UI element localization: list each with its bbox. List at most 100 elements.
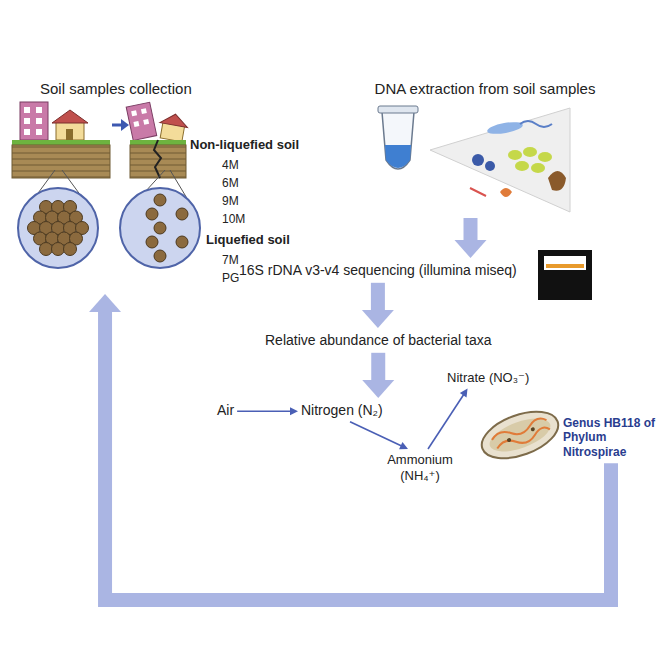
node-text: Relative abundance of bacterial taxa [265, 332, 491, 349]
node-text: DNA extraction from soil samples [340, 80, 630, 98]
group-label: Liquefied soil [206, 232, 290, 248]
arrow-head [362, 310, 394, 328]
drawing-ellipse [508, 150, 522, 160]
drawing-rect [131, 110, 137, 116]
drawing-ellipse [486, 120, 523, 136]
drawing-path [385, 145, 411, 168]
sample-label: 7M [222, 253, 239, 267]
cycle-arrow [350, 422, 408, 449]
drawing-path [520, 121, 552, 127]
drawing-ellipse [476, 403, 565, 468]
cycle-arrow [237, 407, 298, 415]
drawing-line [470, 188, 486, 196]
dense-soil-circle [18, 188, 98, 268]
soil-grain [52, 243, 65, 256]
node-text: Air [217, 402, 234, 419]
drawing-rect [24, 129, 30, 135]
text-node: Genus HB118 of Phylum Nitrospirae [563, 416, 659, 459]
soil-grain [40, 243, 53, 256]
drawing-line [112, 124, 122, 127]
drawing-ellipse [538, 152, 552, 162]
loose-soil-circle [120, 188, 200, 268]
arrow-head [455, 240, 487, 258]
drawing-rect [546, 264, 584, 268]
sample-label: 9M [222, 194, 239, 208]
drawing-rect [36, 118, 42, 124]
drawing-path [500, 188, 512, 197]
connector-line [371, 353, 385, 381]
node-text: Soil samples collection [40, 80, 330, 98]
soil-grain [146, 208, 158, 220]
drawing-rect [538, 250, 592, 300]
connector-line [464, 218, 478, 241]
text-node: DNA extraction from soil samples [340, 78, 630, 214]
drawing-rect [36, 107, 42, 113]
drawing-polyline [154, 140, 161, 178]
connector-line [237, 410, 291, 412]
drawing-rect [56, 122, 84, 140]
arrow-head [89, 294, 121, 312]
drawing-rect [12, 140, 110, 145]
drawing-polygon [121, 119, 129, 131]
soil-grain [154, 222, 166, 234]
arrow-head [362, 380, 394, 398]
drawing-rect [20, 102, 48, 140]
drawing-rect [12, 145, 110, 178]
drawing-rect [24, 118, 30, 124]
soil-grain [176, 236, 188, 248]
arrow-head [290, 407, 298, 415]
node-text: Nitrate (NO₃⁻) [447, 370, 529, 386]
drawing-path [496, 426, 551, 453]
drawing-rect [141, 108, 147, 114]
soil-grains [28, 194, 189, 262]
drawing-g [157, 112, 189, 142]
text-node: Nitrogen (N₂) [301, 402, 383, 419]
flow-arrow [455, 218, 487, 258]
cycle-arrow [428, 389, 468, 449]
drawing-rect [36, 129, 42, 135]
drawing-rect [24, 107, 30, 113]
soil-after [126, 102, 189, 178]
drawing-rect [133, 121, 139, 127]
connector-line [371, 283, 385, 311]
soil-grain [176, 208, 188, 220]
connector-line [350, 422, 402, 446]
bacterium-icon [476, 403, 565, 468]
arrow-head [399, 442, 408, 449]
soil-grain [154, 250, 166, 262]
transition-arrow [112, 119, 129, 131]
drawing-g [126, 102, 157, 140]
drawing-ellipse [515, 161, 529, 171]
tube-icon [378, 106, 418, 169]
microbe-panel [430, 108, 570, 212]
flow-arrow [362, 283, 394, 328]
node-text: Ammonium (NH₄⁺) [380, 452, 460, 483]
drawing-rect [143, 119, 149, 125]
flow-arrow [89, 294, 611, 600]
text-node: 16S rDNA v3-v4 sequencing (illumina mise… [239, 262, 517, 279]
text-node: Relative abundance of bacterial taxa [265, 332, 491, 349]
drawing-ellipse [531, 163, 545, 173]
group-label: Non-liquefied soil [190, 137, 299, 153]
drawing-circle [485, 161, 495, 171]
text-node: Soil samples collection [10, 78, 330, 290]
soil-grain [146, 236, 158, 248]
drawing-path [548, 171, 566, 191]
soil-grain [154, 194, 166, 206]
connector-line [105, 311, 611, 600]
drawing-rect [66, 129, 73, 140]
node-text: Nitrogen (N₂) [301, 402, 383, 419]
drawing-rect [544, 256, 586, 270]
drawing-circle [472, 154, 484, 166]
sample-label: 4M [222, 158, 239, 172]
sample-label: PG [222, 271, 239, 285]
drawing-polygon [52, 110, 88, 123]
node-text: 16S rDNA v3-v4 sequencing (illumina mise… [239, 262, 517, 279]
text-node: Air [217, 402, 234, 419]
drawing-polygon [160, 112, 189, 128]
text-node: Nitrate (NO₃⁻) [447, 370, 529, 386]
soil-before [12, 102, 110, 178]
text-node: Ammonium (NH₄⁺) [380, 452, 460, 483]
drawing-rect [126, 102, 157, 140]
